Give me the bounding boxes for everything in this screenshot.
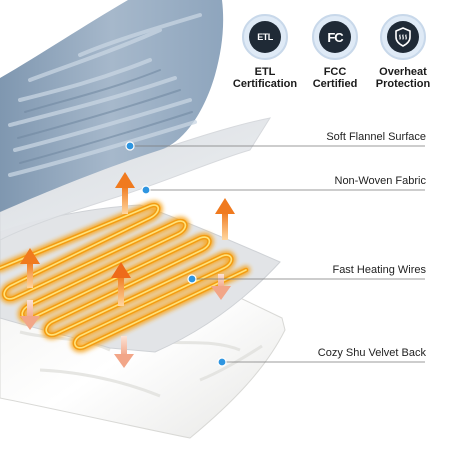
leader-dots <box>125 141 227 367</box>
arrow-up <box>215 198 235 240</box>
overheat-shield-icon <box>387 21 419 53</box>
badge-etl: ETL ETL Certification <box>226 14 304 90</box>
arrow-down <box>114 336 134 368</box>
arrow-up <box>111 262 131 306</box>
fabric-dot <box>141 185 151 195</box>
badge-overheat: Overheat Protection <box>364 14 442 90</box>
wires-dot <box>187 274 197 284</box>
label-flannel-surface: Soft Flannel Surface <box>326 131 426 143</box>
arrow-down <box>211 274 231 300</box>
label-non-woven-fabric: Non-Woven Fabric <box>334 175 427 187</box>
badge-title: Overheat <box>379 66 427 78</box>
heat-arrows <box>20 172 235 368</box>
badge-title: FCC <box>323 66 347 78</box>
flannel-surface-layer <box>0 0 224 212</box>
fcc-icon: FC <box>319 21 351 53</box>
label-heating-wires: Fast Heating Wires <box>332 264 426 276</box>
arrow-up <box>115 172 135 214</box>
badge-subtitle: Certification <box>232 78 298 90</box>
label-velvet-back: Cozy Shu Velvet Back <box>317 347 426 359</box>
leader-lines <box>130 145 425 363</box>
badge-title: ETL <box>254 66 276 78</box>
velvet-texture <box>19 330 263 398</box>
etl-icon: ETL <box>249 21 281 53</box>
flannel-dot <box>125 141 135 151</box>
flannel-texture <box>8 13 202 177</box>
arrow-down <box>20 300 40 330</box>
badge-subtitle: Protection <box>375 78 431 90</box>
badge-fcc: FC FCC Certified <box>296 14 374 90</box>
badge-subtitle: Certified <box>312 78 358 90</box>
arrow-up <box>20 248 40 288</box>
velvet-dot <box>217 357 227 367</box>
